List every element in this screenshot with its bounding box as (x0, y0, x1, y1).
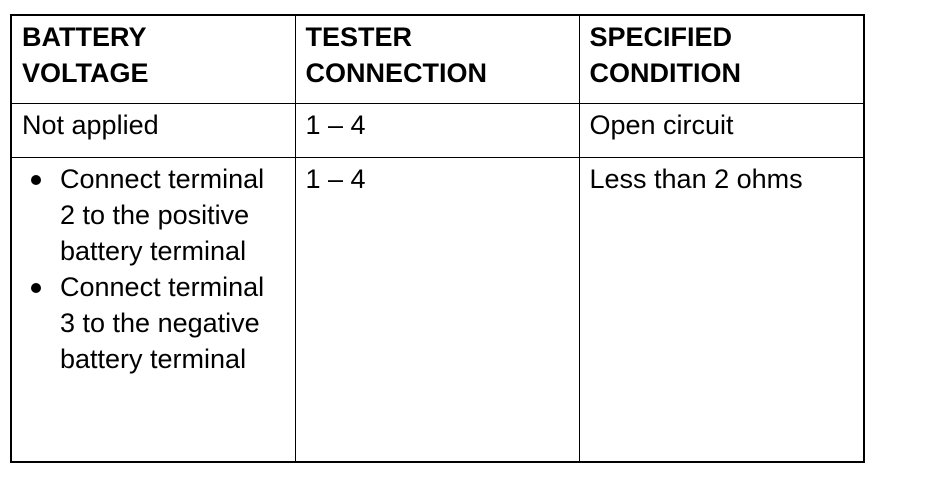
cell-tester-connection: 1 – 4 (294, 157, 580, 463)
step-text: Connect terminal 3 to the negative batte… (60, 272, 265, 374)
header-tester-connection: TESTER CONNECTION (294, 14, 580, 104)
connection-steps-list: Connect terminal 2 to the positive batte… (22, 161, 287, 377)
header-battery-voltage: BATTERY VOLTAGE (10, 14, 296, 104)
list-item: Connect terminal 2 to the positive batte… (22, 161, 287, 269)
list-item: Connect terminal 3 to the negative batte… (22, 269, 287, 377)
header-specified-condition: SPECIFIED CONDITION (578, 14, 865, 104)
bullet-icon (31, 283, 41, 293)
cell-tester-connection: 1 – 4 (294, 103, 580, 158)
cell-battery-voltage: Not applied (10, 103, 296, 158)
cell-battery-voltage: Connect terminal 2 to the positive batte… (10, 157, 296, 463)
header-text-line: CONNECTION (305, 58, 488, 88)
step-text: Connect terminal 2 to the positive batte… (60, 164, 265, 266)
cell-specified-condition: Less than 2 ohms (578, 157, 865, 463)
header-text-line: VOLTAGE (22, 58, 149, 88)
header-text-line: SPECIFIED (589, 22, 733, 52)
bullet-icon (31, 175, 41, 185)
table-row: Not applied 1 – 4 Open circuit (10, 103, 865, 158)
table-row: Connect terminal 2 to the positive batte… (10, 157, 865, 463)
table-header-row: BATTERY VOLTAGE TESTER CONNECTION SPECIF… (10, 14, 865, 104)
header-text-line: CONDITION (589, 58, 742, 88)
header-text-line: TESTER (305, 22, 413, 52)
header-text-line: BATTERY (22, 22, 147, 52)
specification-table: BATTERY VOLTAGE TESTER CONNECTION SPECIF… (10, 14, 865, 463)
cell-specified-condition: Open circuit (578, 103, 865, 158)
